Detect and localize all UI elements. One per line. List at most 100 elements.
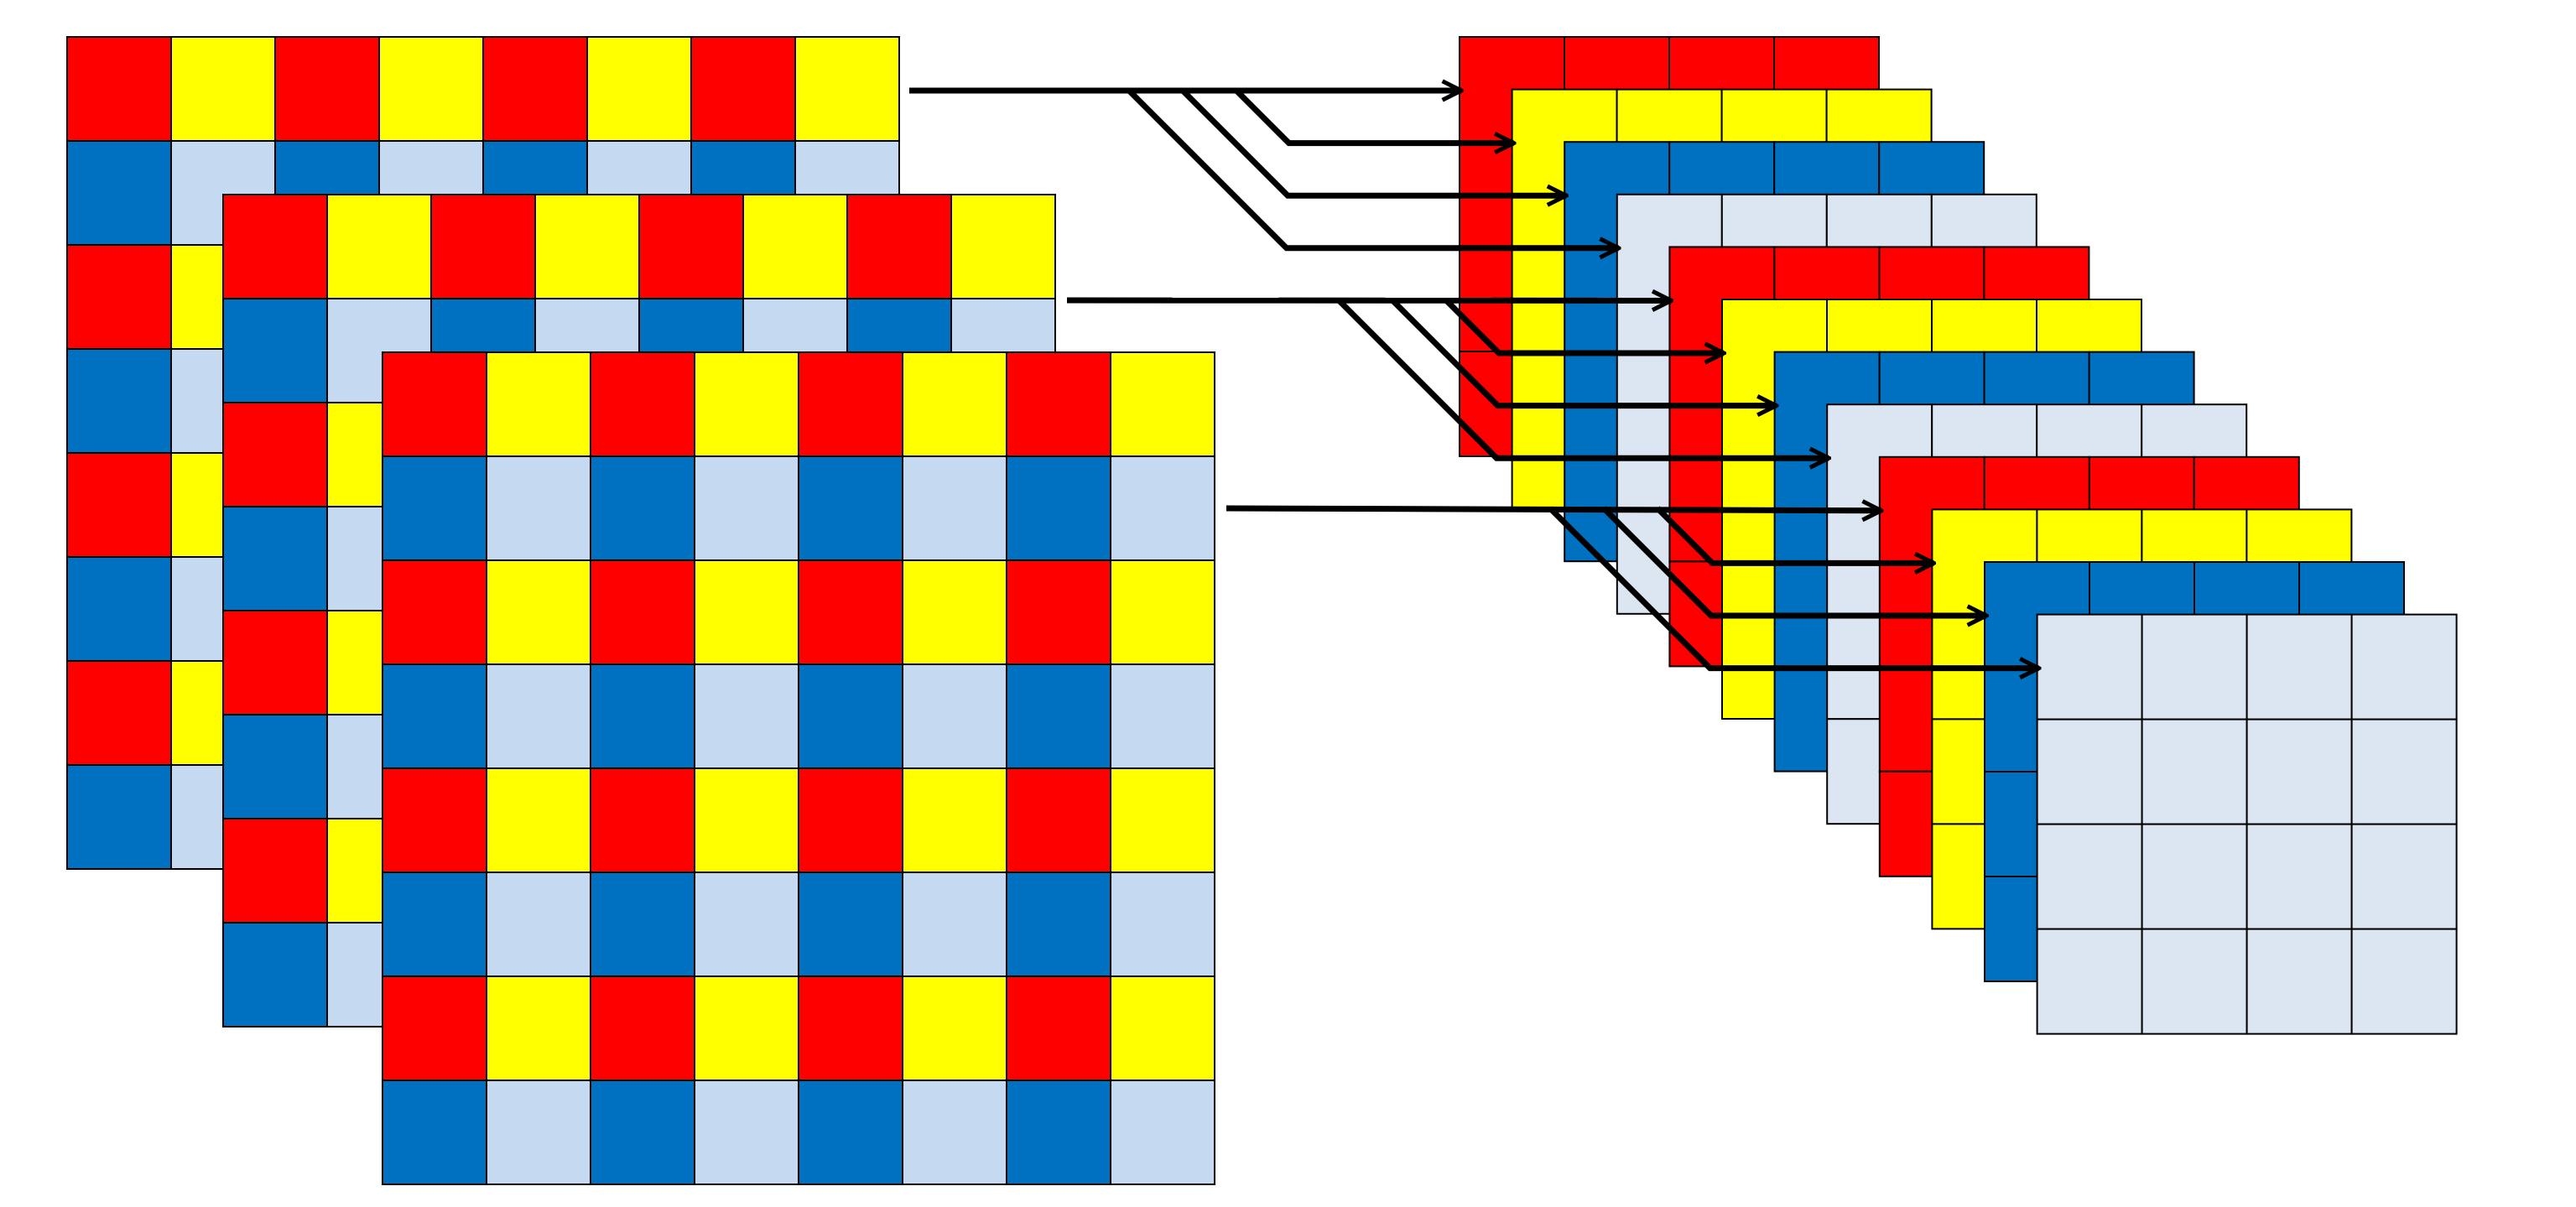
mapping-arrow: [1390, 298, 1777, 406]
grid-cell-light: [694, 1080, 799, 1185]
plane-cell: [2141, 928, 2248, 1035]
grid-cell-blue: [222, 714, 328, 819]
grid-cell-yellow: [902, 975, 1007, 1081]
grid-cell-red: [382, 559, 487, 665]
grid-cell-red: [222, 402, 328, 507]
grid-cell-light: [1110, 871, 1215, 977]
mapping-arrow: [1601, 506, 1986, 616]
plane-cell: [2036, 613, 2143, 721]
grid-cell-yellow: [486, 559, 591, 665]
grid-cell-red: [382, 767, 487, 873]
grid-cell-yellow: [534, 194, 640, 299]
grid-cell-red: [66, 244, 172, 350]
grid-cell-red: [798, 975, 903, 1081]
grid-cell-red: [382, 975, 487, 1081]
grid-cell-yellow: [170, 36, 276, 142]
grid-cell-yellow: [486, 351, 591, 457]
grid-cell-red: [1006, 767, 1111, 873]
grid-cell-blue: [590, 663, 695, 769]
grid-cell-light: [694, 663, 799, 769]
grid-cell-light: [1110, 455, 1215, 561]
grid-cell-red: [1006, 975, 1111, 1081]
grid-cell-light: [902, 871, 1007, 977]
grid-cell-light: [902, 455, 1007, 561]
mapping-arrow: [1444, 298, 1724, 353]
grid-cell-red: [274, 36, 380, 142]
grid-cell-blue: [222, 922, 328, 1028]
grid-cell-red: [222, 610, 328, 715]
grid-cell-light: [1110, 663, 1215, 769]
plane-cell: [2350, 928, 2458, 1035]
grid-cell-blue: [382, 871, 487, 977]
grid-cell-red: [482, 36, 588, 142]
mapping-arrow: [1127, 88, 1619, 248]
grid-cell-blue: [590, 871, 695, 977]
mapping-arrow: [1234, 88, 1514, 143]
grid-cell-light: [694, 455, 799, 561]
grid-cell-yellow: [326, 194, 432, 299]
plane-cell: [2350, 718, 2458, 825]
plane-cell: [2141, 718, 2248, 825]
grid-cell-red: [382, 351, 487, 457]
grid-cell-red: [1006, 559, 1111, 665]
grid-cell-light: [486, 455, 591, 561]
plane-cell: [2036, 718, 2143, 825]
plane-cell: [2350, 823, 2458, 930]
grid-cell-blue: [382, 1080, 487, 1185]
grid-cell-blue: [66, 764, 172, 870]
grid-cell-blue: [798, 871, 903, 977]
grid-cell-blue: [66, 348, 172, 454]
grid-cell-yellow: [378, 36, 484, 142]
grid-cell-yellow: [694, 975, 799, 1081]
grid-cell-blue: [1006, 1080, 1111, 1185]
grid-cell-light: [902, 1080, 1007, 1185]
grid-cell-yellow: [1110, 767, 1215, 873]
grid-cell-yellow: [486, 767, 591, 873]
grid-cell-blue: [222, 298, 328, 403]
grid-cell-blue: [382, 455, 487, 561]
grid-cell-red: [590, 975, 695, 1081]
plane-cell: [2246, 823, 2353, 930]
grid-cell-yellow: [694, 559, 799, 665]
plane-cell: [2036, 823, 2143, 930]
grid-cell-blue: [1006, 663, 1111, 769]
grid-cell-light: [486, 663, 591, 769]
grid-cell-yellow: [742, 194, 848, 299]
grid-cell-blue: [1006, 871, 1111, 977]
grid-cell-yellow: [1110, 559, 1215, 665]
grid-cell-red: [638, 194, 744, 299]
mapping-arrow: [1336, 298, 1829, 458]
grid-cell-yellow: [902, 559, 1007, 665]
grid-cell-light: [486, 1080, 591, 1185]
mapping-arrow: [1548, 506, 2039, 669]
grid-cell-red: [590, 351, 695, 457]
grid-cell-yellow: [586, 36, 692, 142]
grid-cell-red: [222, 818, 328, 923]
grid-cell-red: [66, 660, 172, 766]
grid-cell-red: [846, 194, 952, 299]
grid-cell-red: [690, 36, 796, 142]
grid-cell-blue: [798, 1080, 903, 1185]
grid-cell-blue: [798, 455, 903, 561]
plane-cell: [2246, 613, 2353, 721]
grid-cell-blue: [222, 506, 328, 611]
grid-cell-red: [798, 351, 903, 457]
grid-cell-red: [66, 452, 172, 558]
grid-cell-blue: [382, 663, 487, 769]
input-feature-maps: [66, 36, 1215, 1185]
grid-cell-red: [66, 36, 172, 142]
grid-cell-yellow: [794, 36, 900, 142]
grid-cell-light: [486, 871, 591, 977]
grid-cell-blue: [66, 140, 172, 246]
grid-cell-yellow: [694, 767, 799, 873]
output-channel-planes: [1459, 36, 2458, 1035]
plane-cell: [2036, 928, 2143, 1035]
grid-cell-yellow: [1110, 351, 1215, 457]
mapping-arrow: [1180, 88, 1566, 195]
grid-cell-red: [798, 767, 903, 873]
plane-cell: [2246, 928, 2353, 1035]
input-grid: [382, 351, 1215, 1185]
grid-cell-red: [430, 194, 536, 299]
grid-cell-blue: [798, 663, 903, 769]
